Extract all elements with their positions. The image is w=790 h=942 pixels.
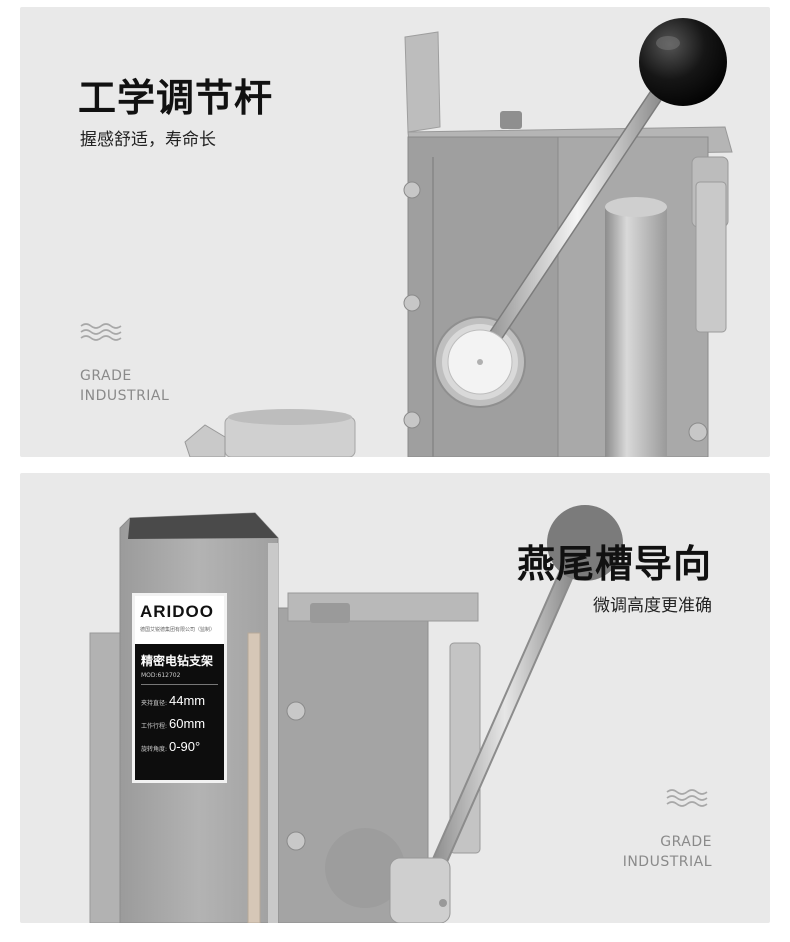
section-subtitle: 握感舒适，寿命长 xyxy=(80,130,216,150)
spec-value: 60mm xyxy=(169,716,206,731)
feature-panel-lever: 工学调节杆 握感舒适，寿命长 GRADE INDUSTRIAL xyxy=(20,7,770,457)
spec-label: 夹持直径: xyxy=(141,700,168,707)
feature-panel-dovetail: ARIDOO 德国艾锐德集团有限公司（监制） 精密电钻支架 MOD:612702… xyxy=(20,473,770,923)
spec-row: 旋转角度: 0-90° xyxy=(141,739,224,754)
grade-text: GRADE INDUSTRIAL xyxy=(80,366,169,406)
section-subtitle: 微调高度更准确 xyxy=(593,596,712,616)
nameplate-divider xyxy=(141,684,218,685)
grade-line-2: INDUSTRIAL xyxy=(80,388,170,404)
spec-row: 工作行程: 60mm xyxy=(141,716,224,731)
grade-text: GRADE INDUSTRIAL xyxy=(623,832,712,872)
wave-icon xyxy=(80,323,122,341)
grade-line-1: GRADE xyxy=(660,834,712,850)
section-title: 燕尾槽导向 xyxy=(516,542,712,586)
spec-value: 0-90° xyxy=(169,739,201,754)
nameplate-title: 精密电钻支架 xyxy=(141,654,214,668)
lever-product-illustration xyxy=(184,18,733,457)
section-title: 工学调节杆 xyxy=(78,76,274,120)
spec-row: 夹持直径: 44mm xyxy=(141,693,224,708)
spec-label: 旋转角度: xyxy=(141,746,168,753)
spec-value: 44mm xyxy=(169,693,206,708)
grade-line-1: GRADE xyxy=(80,368,132,384)
wave-icon xyxy=(666,789,708,807)
product-nameplate: ARIDOO 德国艾锐德集团有限公司（监制） 精密电钻支架 MOD:612702… xyxy=(132,593,227,783)
nameplate-model: MOD:612702 xyxy=(141,672,181,679)
company-name: 德国艾锐德集团有限公司（监制） xyxy=(140,627,216,633)
nameplate-header: ARIDOO 德国艾锐德集团有限公司（监制） xyxy=(135,596,224,644)
brand-logo: ARIDOO xyxy=(140,602,214,621)
grade-line-2: INDUSTRIAL xyxy=(622,854,712,870)
spec-label: 工作行程: xyxy=(141,723,168,730)
